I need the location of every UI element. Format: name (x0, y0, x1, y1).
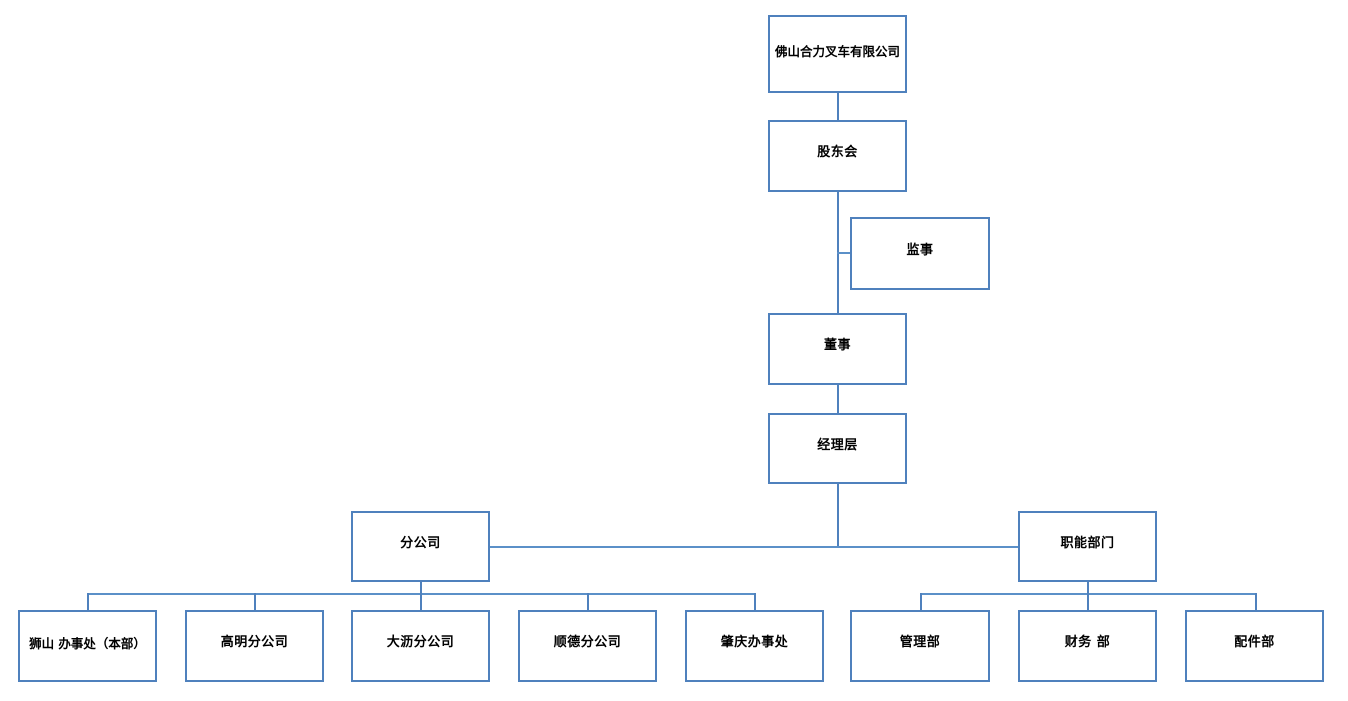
node-dali-branch[interactable]: 大沥分公司 (351, 610, 490, 682)
connector-drop-dali (420, 593, 422, 610)
connector-drop-shishan (87, 593, 89, 610)
connector-drop-guanli (920, 593, 922, 610)
node-finance-dept[interactable]: 财务 部 (1018, 610, 1157, 682)
node-zhaoqing-office[interactable]: 肇庆办事处 (685, 610, 824, 682)
node-gaoming-branch[interactable]: 高明分公司 (185, 610, 324, 682)
node-parts-dept[interactable]: 配件部 (1185, 610, 1324, 682)
connector-function-drop (1087, 582, 1089, 594)
connector-director-to-management (837, 385, 839, 413)
node-supervisor[interactable]: 监事 (850, 217, 990, 290)
node-management-dept-label: 管理部 (899, 635, 941, 651)
node-management[interactable]: 经理层 (768, 413, 907, 484)
node-shishan-office[interactable]: 狮山 办事处（本部） (18, 610, 157, 682)
node-dali-branch-label: 大沥分公司 (386, 635, 455, 651)
node-branch-companies[interactable]: 分公司 (351, 511, 490, 582)
node-gaoming-branch-label: 高明分公司 (220, 635, 289, 651)
connector-drop-peijian (1255, 593, 1257, 610)
node-management-label: 经理层 (817, 437, 858, 453)
connector-drop-gaoming (254, 593, 256, 610)
node-shareholders-meeting-label: 股东会 (817, 145, 858, 161)
node-zhaoqing-office-label: 肇庆办事处 (720, 635, 789, 651)
node-director-label: 董事 (823, 338, 851, 354)
connector-branch-function-bus (490, 546, 1018, 548)
node-shareholders-meeting[interactable]: 股东会 (768, 120, 907, 192)
node-shunde-branch[interactable]: 顺德分公司 (518, 610, 657, 682)
connector-drop-caiwu (1087, 593, 1089, 610)
connector-drop-zhaoqing (754, 593, 756, 610)
node-functional-departments[interactable]: 职能部门 (1018, 511, 1157, 582)
node-director[interactable]: 董事 (768, 313, 907, 385)
connector-branch-drop (420, 582, 422, 594)
node-parts-dept-label: 配件部 (1234, 635, 1275, 651)
connector-trunk-to-supervisor (837, 252, 850, 254)
node-company[interactable]: 佛山合力叉车有限公司 (768, 15, 907, 93)
node-functional-departments-label: 职能部门 (1060, 535, 1115, 551)
connector-management-drop (837, 484, 839, 547)
node-branch-companies-label: 分公司 (400, 535, 441, 551)
node-company-label: 佛山合力叉车有限公司 (774, 43, 900, 59)
connector-company-to-shareholders (837, 93, 839, 120)
connector-drop-shunde (587, 593, 589, 610)
node-finance-dept-label: 财务 部 (1064, 635, 1111, 651)
node-management-dept[interactable]: 管理部 (850, 610, 990, 682)
node-shunde-branch-label: 顺德分公司 (553, 635, 622, 651)
node-shishan-office-label: 狮山 办事处（本部） (29, 635, 146, 651)
node-supervisor-label: 监事 (906, 242, 934, 258)
